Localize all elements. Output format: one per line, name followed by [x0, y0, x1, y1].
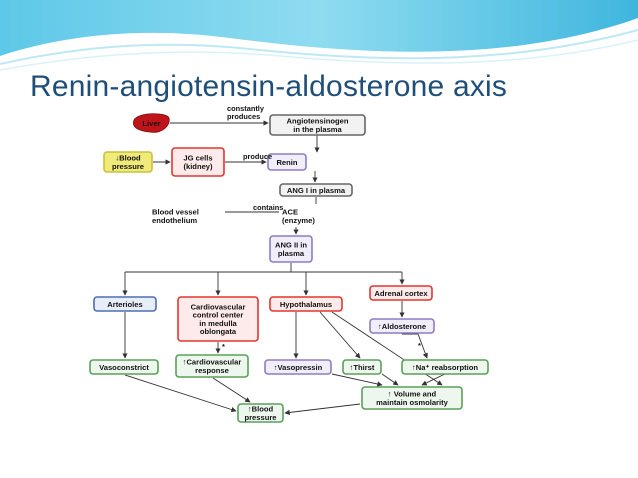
node-label: ACE: [282, 208, 298, 217]
node-box: [237, 403, 284, 423]
node-label: Vasoconstrict: [99, 363, 149, 372]
flow-arrow: [212, 377, 251, 403]
flow-arrow: [284, 403, 361, 416]
node-na-reabsorption: ↑Na⁺ reabsorption: [401, 359, 489, 375]
node-box: [279, 183, 353, 197]
node-box: [361, 386, 463, 410]
node-label: Arterioles: [107, 300, 142, 309]
flow-arrow: [421, 373, 446, 386]
flow-arrow: [402, 333, 428, 359]
edge-label-produce: produce: [243, 152, 272, 161]
node-label: plasma: [278, 249, 305, 258]
flow-arrow: [381, 373, 399, 386]
edge-label-star-cardiovascular: *: [222, 342, 225, 351]
node-box: [171, 147, 225, 177]
node-ang-i: ANG I in plasma: [279, 183, 353, 197]
liver-shape: [133, 113, 170, 133]
node-box: [401, 359, 489, 375]
node-label: JG cells: [183, 154, 212, 163]
node-box: [269, 235, 313, 263]
node-box: [264, 359, 332, 375]
node-label: ↑Na⁺ reabsorption: [412, 363, 478, 372]
node-adrenal-cortex: Adrenal cortex: [369, 285, 433, 301]
node-label: ↑Thirst: [350, 363, 375, 372]
node-label: Adrenal cortex: [374, 289, 428, 298]
node-box: [369, 285, 433, 301]
flow-arrow: [331, 373, 383, 387]
node-label: ↑Cardiovascular: [183, 358, 242, 367]
node-label: maintain osmolarity: [376, 398, 449, 407]
node-label: ↑Vasopressin: [274, 363, 323, 372]
node-liver: Liver: [133, 113, 170, 133]
node-label: control center: [193, 311, 244, 320]
node-renin: Renin: [267, 153, 307, 171]
node-label: ↓Blood: [115, 154, 141, 163]
node-box: [93, 296, 157, 312]
node-label: Cardiovascular: [191, 303, 246, 312]
node-arterioles: Arterioles: [93, 296, 157, 312]
edge-label-star-aldosterone: *: [418, 341, 421, 350]
node-label: pressure: [112, 162, 144, 171]
node-box: [175, 354, 249, 378]
node-hypothalamus: Hypothalamus: [269, 296, 343, 312]
node-label: Blood vessel: [152, 208, 199, 217]
diagram-edges: [122, 120, 446, 416]
node-label: ↑ Volume and: [388, 390, 437, 399]
edge-label-contains: contains: [253, 203, 283, 212]
node-aldosterone: ↑Aldosterone: [369, 318, 435, 334]
node-label: endothelium: [152, 216, 197, 225]
edge-label-constantly-produces: constantly: [227, 104, 265, 113]
node-thirst: ↑Thirst: [342, 359, 382, 375]
flow-arrow: [124, 374, 237, 413]
node-box: [269, 296, 343, 312]
node-label: pressure: [244, 413, 276, 422]
flow-arrow: [319, 311, 361, 359]
node-label: in the plasma: [293, 125, 342, 134]
node-label: oblongata: [200, 327, 237, 336]
node-label: ↑Blood: [248, 405, 274, 414]
node-box: [267, 153, 307, 171]
node-ace: ACE(enzyme): [282, 208, 315, 225]
node-box: [369, 318, 435, 334]
node-box: [177, 296, 259, 342]
header-wave-decoration: [0, 0, 638, 71]
node-label: Hypothalamus: [280, 300, 332, 309]
node-label: (enzyme): [282, 216, 315, 225]
node-label: Renin: [276, 158, 297, 167]
node-label: Angiotensinogen: [286, 117, 348, 126]
node-label: response: [195, 366, 229, 375]
slide-title: Renin-angiotensin-aldosterone axis: [30, 70, 508, 103]
node-box: [269, 114, 366, 136]
node-vasopressin: ↑Vasopressin: [264, 359, 332, 375]
node-label: ANG II in: [275, 241, 307, 250]
node-vasoconstrict: Vasoconstrict: [89, 359, 159, 375]
node-label: ANG I in plasma: [287, 186, 346, 195]
node-label: in medulla: [199, 319, 237, 328]
node-box: [89, 359, 159, 375]
node-jg-cells: JG cells(kidney): [171, 147, 225, 177]
node-box: [103, 151, 153, 173]
node-label: ↑Aldosterone: [378, 322, 426, 331]
node-box: [342, 359, 382, 375]
node-label: Liver: [142, 119, 160, 128]
node-label: (kidney): [183, 162, 213, 171]
edge-label-constantly-produces: produces: [227, 112, 260, 121]
